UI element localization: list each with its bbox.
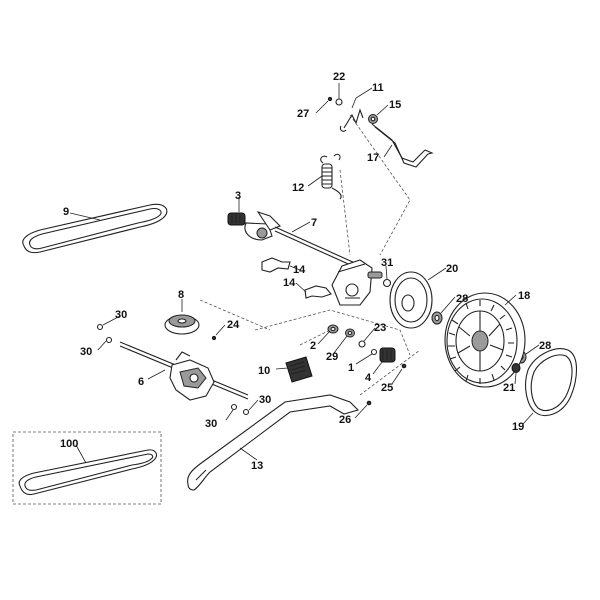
part-23-washer: [358, 340, 366, 348]
label-12: 12: [292, 182, 304, 194]
label-31: 31: [381, 257, 393, 269]
part-29-washer: [345, 328, 355, 338]
label-4: 4: [365, 372, 372, 384]
label-2: 2: [310, 340, 316, 352]
part-9-belt: [22, 203, 168, 254]
part-21-nut: [511, 363, 521, 373]
label-30-b: 30: [80, 346, 92, 358]
label-13: 13: [251, 460, 263, 472]
part-2-washer: [327, 324, 339, 334]
label-1: 1: [348, 362, 354, 374]
part-15-nut: [368, 114, 378, 124]
label-23: 23: [374, 322, 386, 334]
label-18: 18: [518, 290, 530, 302]
part-20-disc: [389, 271, 433, 329]
label-27: 27: [297, 108, 309, 120]
part-6-gearbox: [119, 341, 249, 401]
part-31-washer: [382, 278, 392, 288]
gearbox-bracket: [331, 259, 383, 306]
label-30-a: 30: [115, 309, 127, 321]
part-17-lever: [371, 123, 434, 168]
leader-lines: [69, 83, 540, 464]
label-20: 20: [446, 263, 458, 275]
label-21: 21: [503, 382, 515, 394]
part-25-clip: [401, 363, 407, 369]
label-28-a: 28: [456, 293, 468, 305]
label-17: 17: [367, 152, 379, 164]
label-14-a: 14: [293, 264, 306, 276]
label-6: 6: [138, 376, 144, 388]
part-1-washer: [370, 348, 378, 356]
label-100: 100: [60, 438, 78, 450]
part-14-brackets: [261, 257, 332, 299]
label-15: 15: [389, 99, 401, 111]
label-19: 19: [512, 421, 524, 433]
part-labels: 22 27 11 15 17 12 3 7 9 14 14 31 20 28 1…: [60, 71, 551, 472]
label-14-b: 14: [283, 277, 296, 289]
part-100-belt-kit: [12, 431, 162, 505]
part-24-pin: [211, 335, 217, 341]
part-12-spring: [320, 153, 342, 200]
label-26: 26: [339, 414, 351, 426]
part-19-cover: [525, 348, 578, 416]
part-4-pinion: [379, 347, 396, 363]
label-29: 29: [326, 351, 338, 363]
part-11-spring: [339, 108, 364, 132]
part-10-pad: [285, 356, 313, 383]
part-7-shaft: [244, 210, 356, 268]
label-8: 8: [178, 289, 184, 301]
part-26-pin: [366, 400, 372, 406]
part-8-pulley: [164, 314, 200, 335]
part-22-27-washers: [327, 96, 343, 106]
part-28-washer-a: [431, 311, 443, 325]
label-25: 25: [381, 382, 393, 394]
label-10: 10: [258, 365, 270, 377]
label-30-c: 30: [259, 394, 271, 406]
label-30-d: 30: [205, 418, 217, 430]
label-28-b: 28: [539, 340, 551, 352]
label-24: 24: [227, 319, 240, 331]
part-13-lever: [187, 394, 360, 491]
label-22: 22: [333, 71, 345, 83]
label-3: 3: [235, 190, 241, 202]
label-9: 9: [63, 206, 69, 218]
part-30-washers: [96, 323, 250, 416]
label-7: 7: [311, 217, 317, 229]
part-18-wheel: [444, 292, 526, 388]
label-11: 11: [372, 82, 384, 94]
part-3-bearing: [227, 212, 246, 226]
